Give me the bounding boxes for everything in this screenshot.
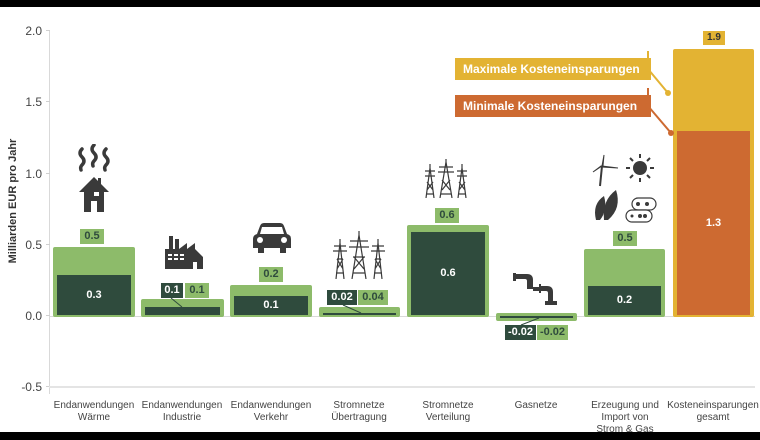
heat-house-icon: [74, 144, 114, 214]
value-label-min: 0.1: [161, 283, 183, 298]
value-label-max: 0.2: [259, 267, 283, 282]
distribution-pylons-icon: [422, 158, 470, 198]
leader-line: [170, 297, 183, 308]
y-tick: 0.0: [25, 309, 42, 323]
bar-min-waerme: [57, 275, 131, 315]
legend-connectors: [645, 51, 674, 136]
x-label: Endanwendungen Verkehr: [230, 400, 312, 423]
x-label: Erzeugung und Import von Strom & Gas: [591, 400, 659, 435]
transmission-pylons-icon: [330, 229, 388, 279]
top-border: [0, 0, 760, 7]
y-tick-mark: [46, 30, 50, 31]
value-label-max: 0.6: [435, 208, 459, 223]
gas-pipe-icon: [513, 273, 559, 305]
bar-min-erzeugung: [588, 286, 661, 315]
bar-min-verkehr: [234, 296, 308, 315]
y-axis-label: Milliarden EUR pro Jahr: [7, 138, 19, 264]
y-tick-mark: [46, 101, 50, 102]
y-tick: 0.5: [25, 238, 42, 252]
value-label-max: -0.02: [537, 325, 568, 340]
y-tick-mark: [46, 315, 50, 316]
y-axis-line: [49, 30, 50, 394]
chart-canvas: Milliarden EUR pro Jahr 2.0 1.5 1.0 0.5 …: [0, 7, 760, 435]
y-tick: 1.5: [25, 95, 42, 109]
x-label: Endanwendungen Wärme: [53, 400, 135, 423]
bar-min-uebertragung: [323, 313, 396, 315]
value-label-min: 0.2: [616, 294, 633, 306]
value-label-max: 0.1: [185, 283, 209, 298]
y-tick-mark: [46, 386, 50, 387]
leader-line: [342, 304, 362, 314]
car-icon: [252, 222, 292, 254]
value-label-min: 1.3: [705, 217, 722, 229]
bar-min-gasnetze: [500, 316, 573, 318]
y-tick-mark: [46, 244, 50, 245]
x-label: Kosteneinsparungen gesamt: [667, 400, 759, 423]
value-label-max: 0.04: [358, 290, 388, 305]
value-label-max: 0.5: [613, 231, 637, 246]
x-label: Stromnetze Übertragung: [331, 400, 387, 423]
y-tick: 2.0: [25, 24, 42, 38]
factory-icon: [163, 235, 205, 269]
y-tick-mark: [46, 173, 50, 174]
bar-min-industrie: [145, 307, 220, 315]
value-label-max: 0.5: [80, 229, 104, 244]
x-label: Endanwendungen Industrie: [141, 400, 223, 423]
value-label-min: -0.02: [505, 325, 536, 340]
x-label: Stromnetze Verteilung: [422, 400, 474, 423]
bottom-border: [0, 432, 760, 440]
legend-min: Minimale Kosteneinsparungen: [455, 95, 651, 117]
value-label-min: 0.1: [263, 299, 279, 311]
value-label-max: 1.9: [703, 31, 725, 45]
value-label-min: 0.02: [327, 290, 357, 305]
y-tick: 1.0: [25, 167, 42, 181]
value-label-min: 0.3: [86, 289, 102, 301]
bar-min-total: [677, 131, 750, 315]
x-label: Gasnetze: [514, 400, 558, 411]
legend-max: Maximale Kosteneinsparungen: [455, 58, 651, 80]
bar-min-verteilung: [411, 232, 485, 315]
renewables-icon: [592, 154, 662, 224]
zero-baseline: [49, 316, 755, 317]
leader-line: [520, 317, 540, 326]
x-axis-line: [49, 386, 755, 388]
y-tick: -0.5: [21, 380, 42, 394]
value-label-min: 0.6: [440, 267, 456, 279]
